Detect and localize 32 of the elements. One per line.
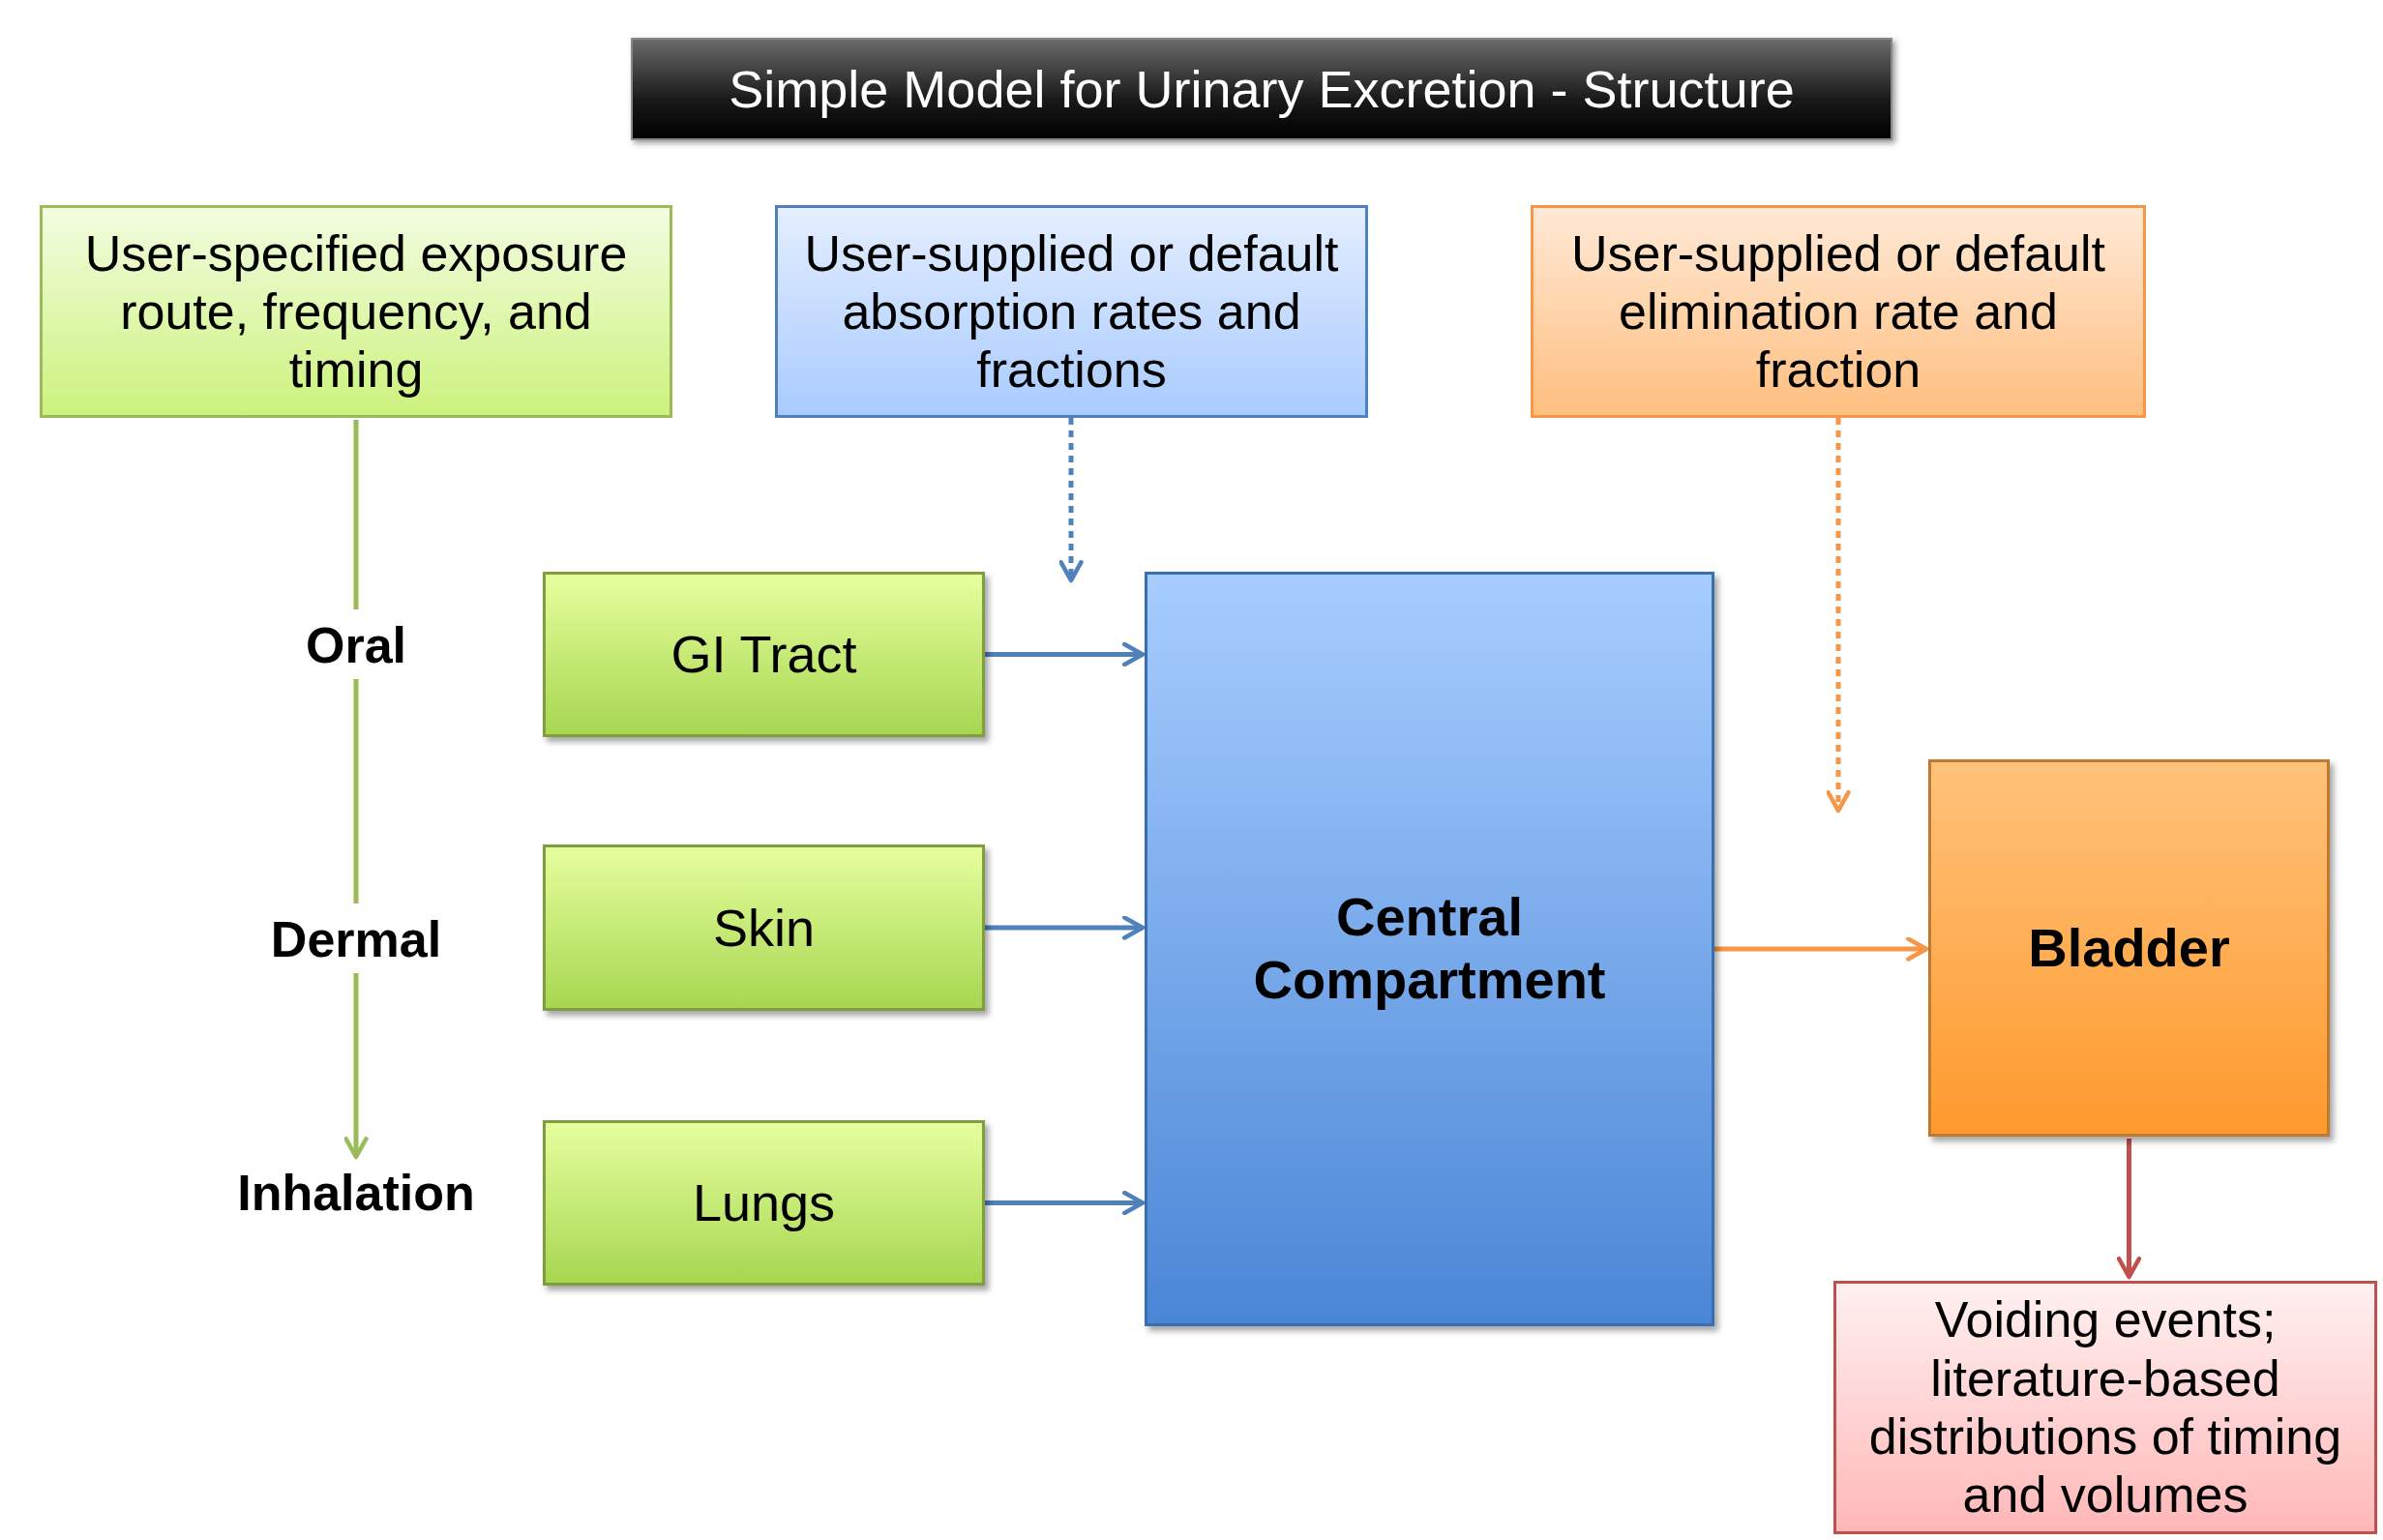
box-text: GI Tract xyxy=(670,624,857,685)
route-label: Dermal xyxy=(250,907,462,971)
box-text: Skin xyxy=(712,897,815,959)
box-text: Bladder xyxy=(2028,916,2230,980)
box-text: User-supplied or default absorption rates and fractions xyxy=(803,223,1340,400)
arrow xyxy=(985,1190,1146,1216)
arrow xyxy=(1058,418,1084,583)
process-box xyxy=(1531,205,2146,418)
box-text: Central Compartment xyxy=(1252,886,1607,1012)
connector-line xyxy=(353,420,359,609)
connector-line xyxy=(353,679,359,903)
route-label: Inhalation xyxy=(211,1161,501,1225)
box-text: Voiding events; literature-based distributions of timing and volumes xyxy=(1867,1290,2343,1525)
process-box xyxy=(543,844,985,1011)
box-text: User-specified exposure route, frequency, and timing xyxy=(83,223,629,400)
arrow xyxy=(2116,1139,2142,1280)
process-box xyxy=(1928,759,2330,1137)
process-box xyxy=(1833,1281,2377,1534)
process-box xyxy=(40,205,672,418)
arrow xyxy=(985,641,1146,667)
box-text: User-supplied or default elimination rate and fraction xyxy=(1569,223,2107,400)
arrow xyxy=(1826,418,1851,814)
title-banner: Simple Model for Urinary Excretion - Structure xyxy=(631,38,1892,140)
arrow xyxy=(343,973,369,1160)
process-box xyxy=(775,205,1368,418)
arrow xyxy=(985,915,1146,940)
process-box xyxy=(1145,572,1714,1326)
process-box xyxy=(543,572,985,737)
process-box xyxy=(543,1120,985,1286)
box-text: Lungs xyxy=(692,1172,836,1233)
arrow xyxy=(1714,936,1929,962)
route-label: Oral xyxy=(288,613,424,677)
